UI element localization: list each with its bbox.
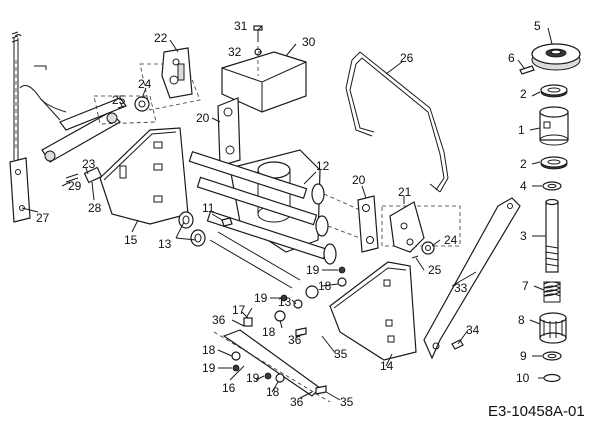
callout-32: 32 (228, 45, 242, 59)
callout-18: 18 (262, 325, 276, 339)
part-8-gear (539, 312, 567, 344)
callout-31: 31 (234, 19, 248, 33)
callout-36: 36 (212, 313, 226, 327)
callout-5: 5 (534, 19, 541, 33)
callout-2: 2 (520, 87, 527, 101)
callout-36: 36 (288, 333, 302, 347)
callout-18: 18 (266, 385, 280, 399)
part-14-right-side-plate (329, 261, 417, 361)
callout-24: 24 (444, 233, 458, 247)
callout-19: 19 (246, 371, 260, 385)
part-11-screw (221, 217, 233, 227)
part-1-housing (539, 106, 569, 146)
part-4-washer (542, 181, 562, 191)
small-hardware (231, 266, 347, 395)
part-7-spring (543, 281, 562, 303)
callout-29: 29 (68, 179, 82, 193)
callout-11: 11 (202, 201, 215, 215)
callout-18: 18 (202, 343, 216, 357)
callout-19: 19 (254, 291, 268, 305)
callout-21: 21 (398, 185, 412, 199)
callout-20: 20 (196, 111, 210, 125)
callout-14: 14 (380, 359, 394, 373)
callout-18: 18 (318, 279, 332, 293)
part-33-lever (423, 197, 521, 360)
part-30-cover (221, 51, 307, 113)
callout-22: 22 (154, 31, 168, 45)
leader-lines (21, 25, 553, 401)
part-10-ring (543, 373, 561, 383)
callout-7: 7 (522, 279, 529, 293)
callout-15: 15 (124, 233, 138, 247)
part-26-handle (345, 51, 449, 193)
part-20-link-plate-upper (217, 97, 241, 167)
callout-19: 19 (306, 263, 320, 277)
callout-17: 17 (232, 303, 246, 317)
callout-35: 35 (334, 347, 348, 361)
linkage-bar (41, 97, 127, 184)
part-20-link-plate-right (357, 195, 379, 253)
callout-3: 3 (520, 229, 527, 243)
document-id: E3-10458A-01 (488, 403, 585, 420)
callout-33: 33 (454, 281, 468, 295)
callout-19: 19 (202, 361, 216, 375)
part-2-bearing-lower (540, 156, 568, 170)
callout-30: 30 (302, 35, 316, 49)
part-31-32-screw-washer (253, 25, 263, 76)
part-12-center-frame (188, 149, 361, 289)
part-15-left-side-plate (99, 127, 189, 225)
callout-12: 12 (316, 159, 330, 173)
part-27-link-plate (9, 157, 31, 223)
callout-25: 25 (112, 93, 126, 107)
callout-2: 2 (520, 157, 527, 171)
part-13-washers (178, 211, 206, 247)
callouts: 31 32 30 22 24 25 20 26 5 6 2 1 2 4 3 7 … (36, 19, 541, 409)
callout-8: 8 (518, 313, 525, 327)
callout-13: 13 (278, 295, 292, 309)
callout-35: 35 (340, 395, 354, 409)
control-rod-assembly (11, 31, 67, 160)
part-34-bolt (451, 339, 464, 350)
callout-16: 16 (222, 381, 236, 395)
part-9-washer (542, 351, 562, 361)
part-24-25-right-washer-pin (411, 241, 435, 259)
part-21-plate (381, 201, 461, 253)
callout-20: 20 (352, 173, 366, 187)
callout-24: 24 (138, 77, 152, 91)
callout-28: 28 (88, 201, 102, 215)
callout-26: 26 (400, 51, 414, 65)
callout-6: 6 (508, 51, 515, 65)
part-2-bearing-upper (540, 84, 568, 98)
callout-25: 25 (428, 263, 442, 277)
callout-4: 4 (520, 179, 527, 193)
part-22-bracket (139, 47, 201, 111)
part-3-shaft (545, 198, 559, 273)
callout-9: 9 (520, 349, 527, 363)
callout-13: 13 (158, 237, 172, 251)
part-5-pulley (531, 43, 581, 71)
callout-10: 10 (516, 371, 530, 385)
callout-27: 27 (36, 211, 50, 225)
callout-1: 1 (518, 123, 525, 137)
callout-36: 36 (290, 395, 304, 409)
part-6-key (519, 65, 535, 75)
callout-34: 34 (466, 323, 480, 337)
callout-23: 23 (82, 157, 96, 171)
